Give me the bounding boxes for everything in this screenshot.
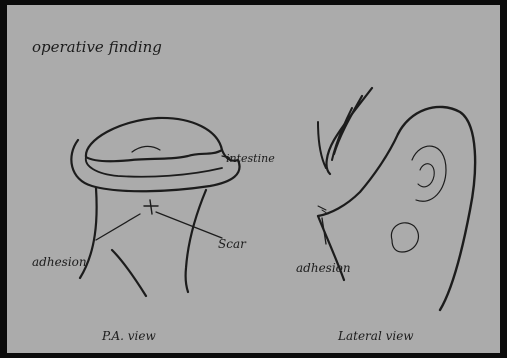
pa-sac-left-lower xyxy=(112,250,146,296)
lateral-sac-outline xyxy=(398,107,475,310)
lateral-small-loop xyxy=(391,223,418,252)
sketch-title: operative finding xyxy=(32,38,162,56)
lateral-hatch xyxy=(318,206,328,214)
lateral-bowel-1 xyxy=(327,88,372,174)
pa-sac-right xyxy=(186,190,206,292)
pa-scar-pointer xyxy=(156,212,222,238)
label-adhesion-pa: adhesion xyxy=(32,255,87,269)
caption-lateral-view: Lateral view xyxy=(337,329,414,343)
pa-intestine-loop xyxy=(86,118,222,161)
label-adhesion-lateral: adhesion xyxy=(296,261,351,275)
pa-view-drawing xyxy=(71,118,239,296)
lateral-swirl-inner xyxy=(418,164,434,187)
lateral-bowel-4 xyxy=(318,122,326,168)
lateral-view-drawing xyxy=(318,88,475,310)
lateral-swirl-outer xyxy=(412,146,446,201)
pa-adhesion-pointer xyxy=(96,214,140,240)
lateral-bowel-2 xyxy=(334,96,362,154)
label-scar: Scar xyxy=(218,237,247,251)
caption-pa-view: P.A. view xyxy=(101,329,156,343)
pa-intestine-inner xyxy=(132,146,160,152)
lateral-adhesion-pointer xyxy=(322,218,326,244)
label-intestine: intestine xyxy=(226,152,275,165)
